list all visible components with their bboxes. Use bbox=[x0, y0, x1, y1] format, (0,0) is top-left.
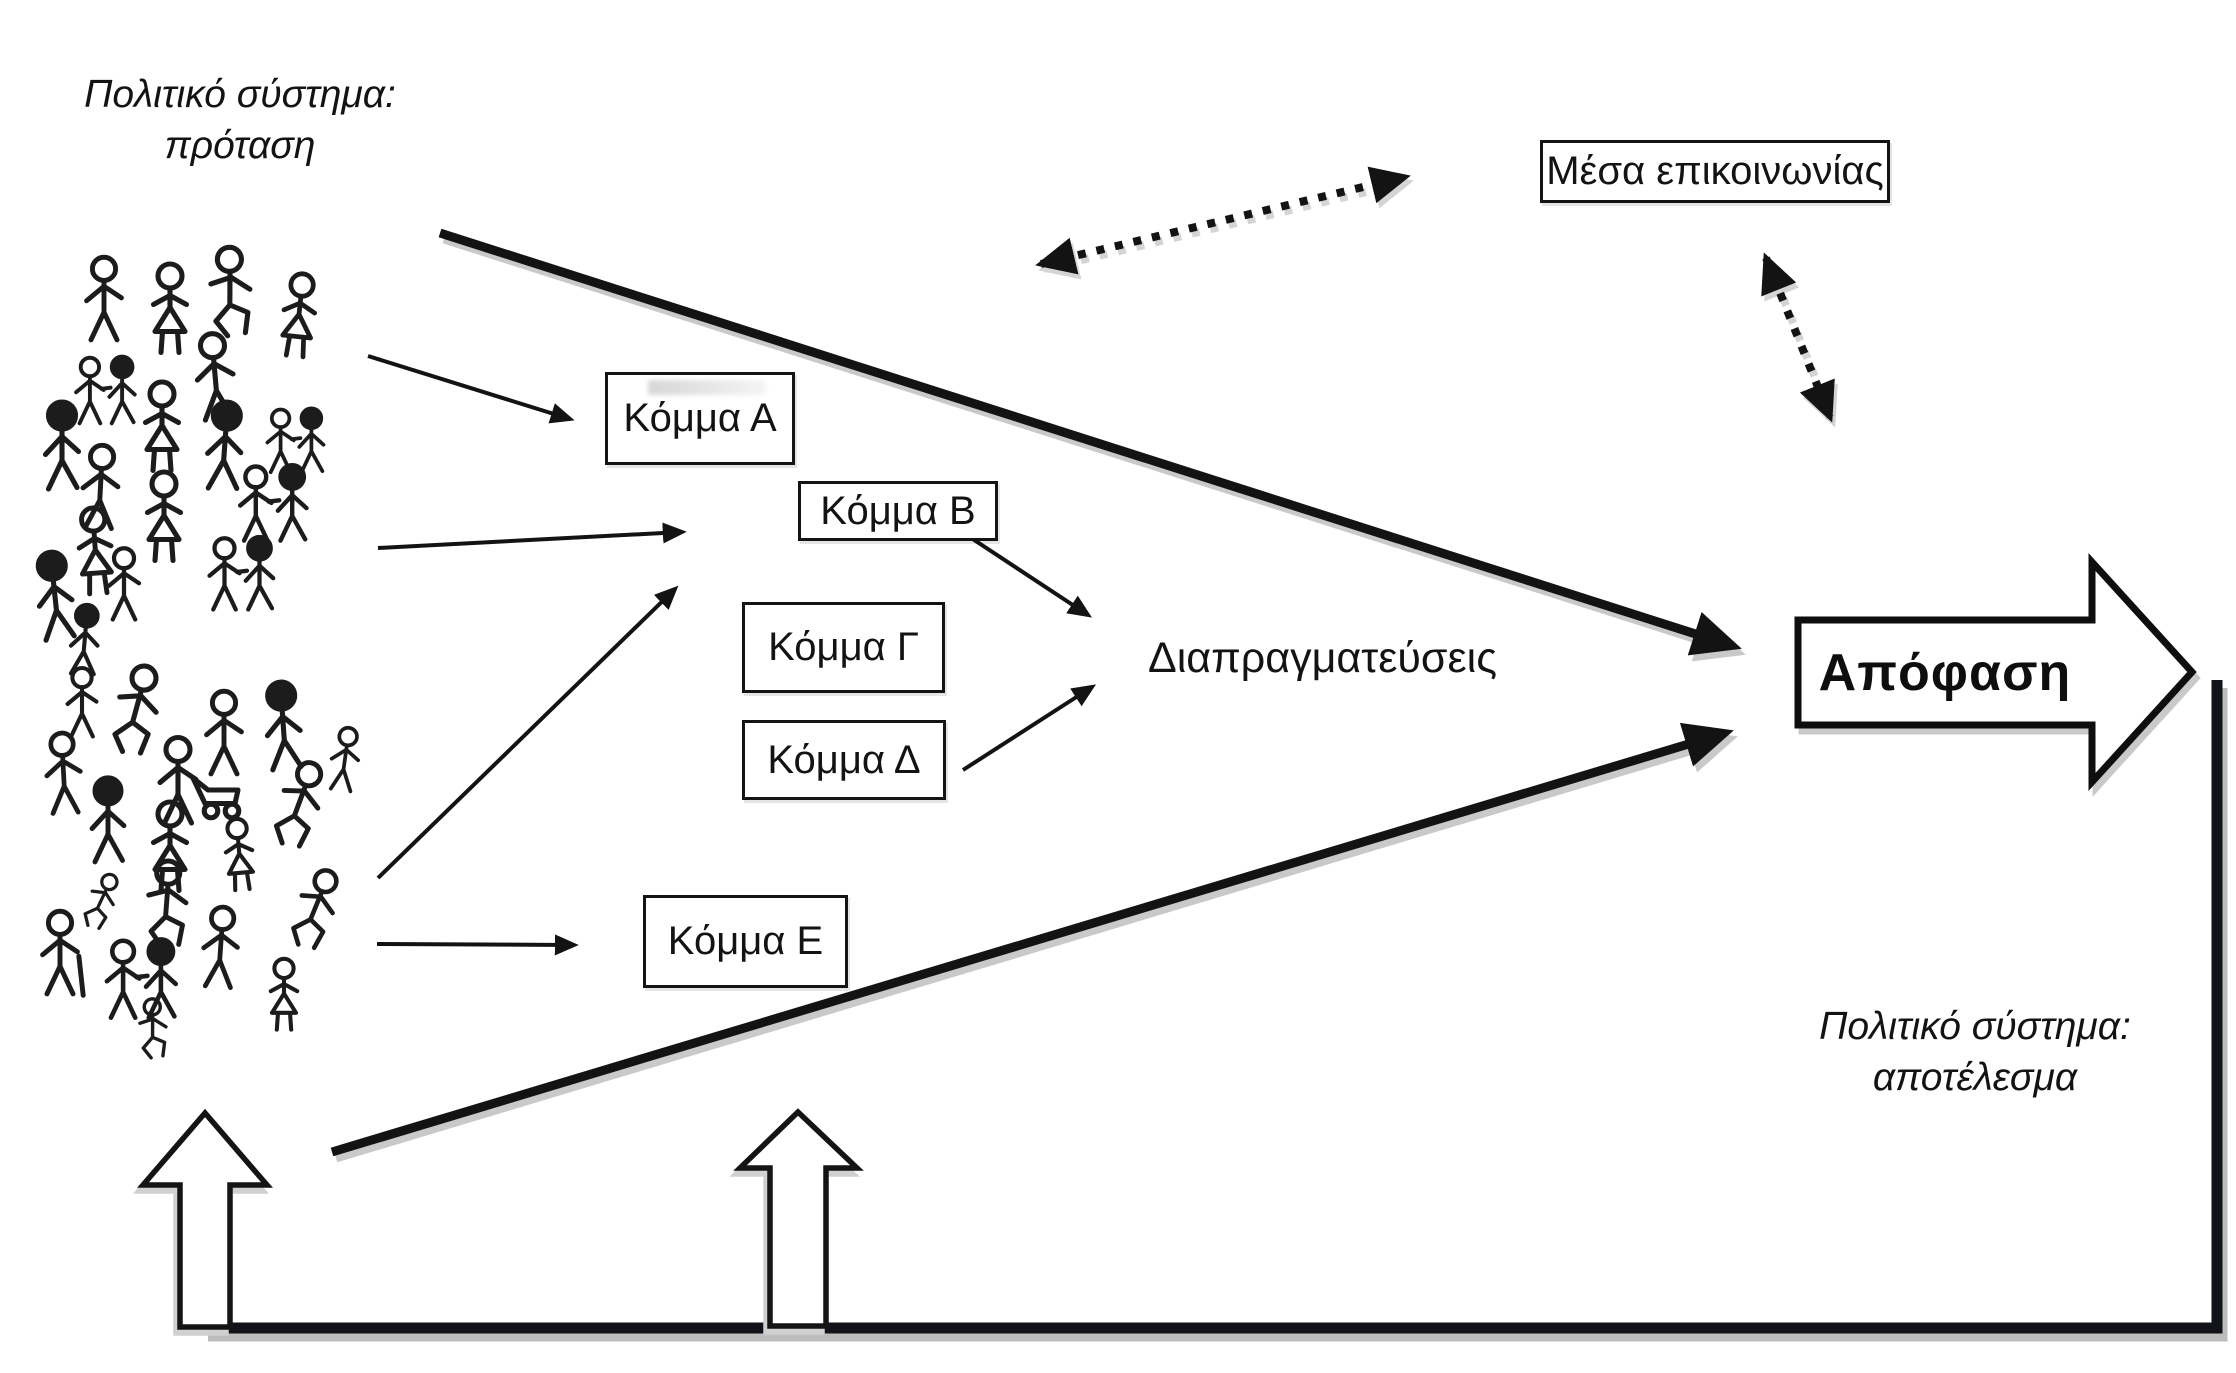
result-label: Πολιτικό σύστημα: αποτέλεσμα bbox=[1790, 1002, 2160, 1103]
result-label-line2: αποτέλεσμα bbox=[1872, 1055, 2078, 1099]
arrow-crowd-to-party-c bbox=[376, 585, 679, 880]
result-label-line1: Πολιτικό σύστημα: bbox=[1819, 1005, 2131, 1048]
arrow-crowd-to-party-a bbox=[367, 354, 575, 424]
erased-text-smudge bbox=[648, 380, 766, 395]
party-box-c: Κόμμα Γ bbox=[742, 602, 945, 693]
top-converging-arrow bbox=[438, 228, 1742, 656]
proposal-label-line2: πρόταση bbox=[164, 123, 316, 167]
proposal-label: Πολιτικό σύστημα: πρόταση bbox=[55, 70, 425, 171]
arrow-party-d-to-negotiations bbox=[961, 684, 1097, 772]
party-box-e: Κόμμα Ε bbox=[643, 895, 848, 988]
arrow-party-b-to-negotiations bbox=[954, 526, 1093, 618]
crowd-of-citizens bbox=[34, 245, 365, 1061]
up-block-arrow-left bbox=[137, 1108, 273, 1330]
negotiations-label: Διαπραγματεύσεις bbox=[1148, 634, 1497, 682]
proposal-label-line1: Πολιτικό σύστημα: bbox=[84, 73, 396, 116]
decision-block-arrow bbox=[1794, 552, 2197, 792]
dotted-arrow-media-left bbox=[1035, 166, 1411, 275]
dotted-arrow-media-right bbox=[1761, 252, 1835, 423]
party-box-b: Κόμμα Β bbox=[798, 481, 998, 541]
feedback-loop-line bbox=[203, 680, 2223, 1334]
party-box-d: Κόμμα Δ bbox=[742, 720, 946, 800]
media-box: Μέσα επικοινωνίας bbox=[1540, 140, 1890, 203]
party-box-a: Κόμμα Α bbox=[605, 372, 795, 465]
arrow-crowd-to-party-e bbox=[376, 934, 579, 956]
up-block-arrow-middle bbox=[733, 1108, 864, 1329]
arrow-crowd-to-party-b bbox=[377, 522, 687, 550]
bottom-converging-arrow bbox=[330, 722, 1734, 1157]
decision-label: Απόφαση bbox=[1818, 643, 2072, 702]
